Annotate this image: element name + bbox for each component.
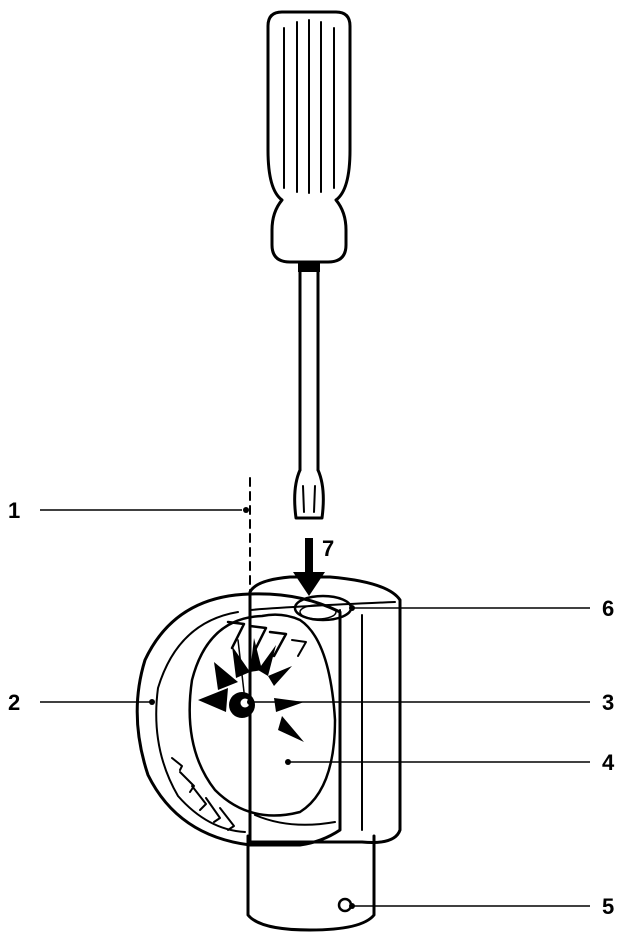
leader-lines: [40, 507, 590, 909]
callout-3: 3: [602, 690, 614, 715]
valve-device: [135, 575, 402, 932]
callout-6: 6: [602, 596, 614, 621]
dial: [171, 620, 307, 831]
callout-1: 1: [8, 498, 20, 523]
callout-4: 4: [602, 750, 615, 775]
insertion-arrow: [293, 538, 325, 596]
screwdriver-icon: [266, 10, 352, 520]
callout-2: 2: [8, 690, 20, 715]
callout-5: 5: [602, 894, 614, 919]
callout-7: 7: [322, 536, 334, 561]
